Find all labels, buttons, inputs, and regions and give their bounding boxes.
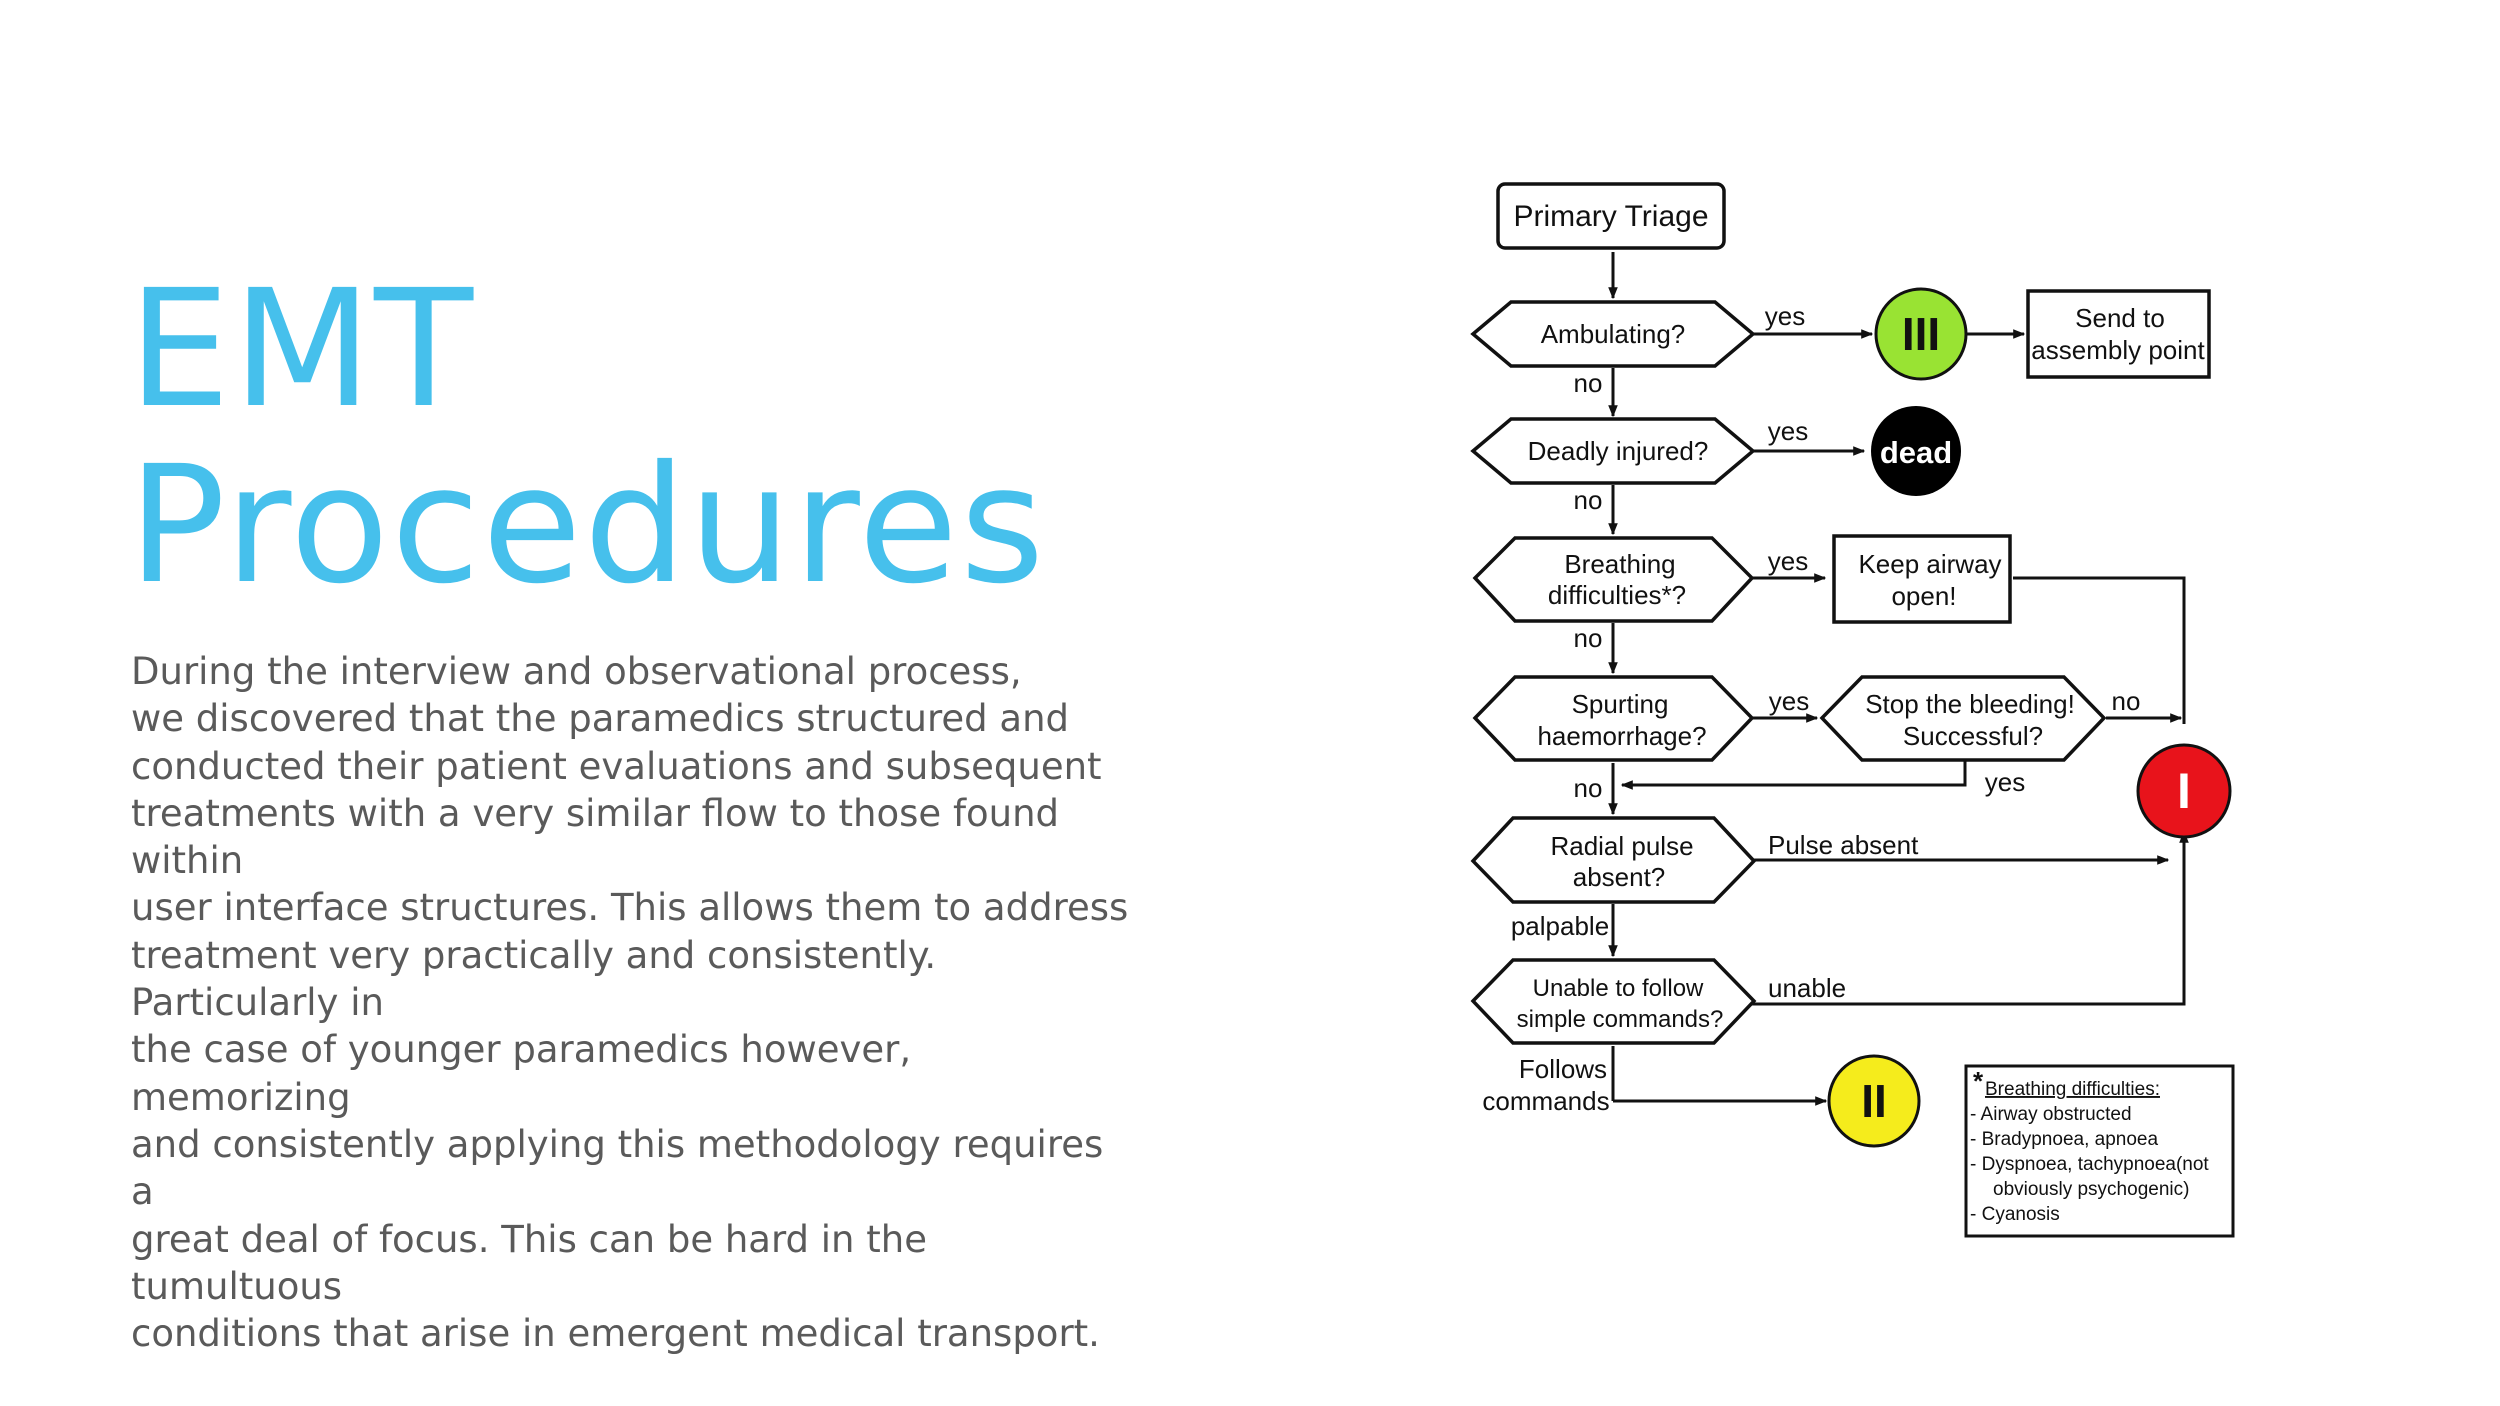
- label-breathing-no: no: [1574, 623, 1603, 653]
- footnote-box: [1964, 1064, 2235, 1238]
- footnote-item: - Cyanosis: [1970, 1204, 2060, 1225]
- category-yellow-label: II: [1861, 1075, 1887, 1127]
- decision-breathing-label-1: Breathing: [1564, 549, 1675, 579]
- assembly-point-box: [2026, 289, 2211, 379]
- decision-breathing-label-2: difficulties*?: [1548, 580, 1686, 610]
- keep-airway-label-2: open!: [1891, 581, 1956, 611]
- slide-title: EMT Procedures: [128, 262, 1046, 614]
- decision-deadly-label: Deadly injured?: [1528, 436, 1709, 466]
- footnote-item: - Airway obstructed: [1970, 1104, 2132, 1125]
- footnote-item: - Bradypnoea, apnoea: [1970, 1129, 2158, 1150]
- label-stop-yes: yes: [1985, 767, 2025, 797]
- footnote-title: Breathing difficulties:: [1985, 1079, 2160, 1100]
- category-green-label: III: [1902, 308, 1940, 360]
- decision-radial-pulse-label-2: absent?: [1573, 862, 1666, 892]
- decision-radial-pulse-label-1: Radial pulse: [1550, 831, 1693, 861]
- decision-stop-bleeding-label-1: Stop the bleeding!: [1865, 689, 2075, 719]
- decision-deadly: [1470, 417, 1756, 485]
- label-haem-no: no: [1574, 773, 1603, 803]
- decision-ambulating-label: Ambulating?: [1541, 319, 1686, 349]
- label-haem-yes: yes: [1769, 686, 1809, 716]
- decision-stop-bleeding-label-2: Successful?: [1903, 721, 2043, 751]
- category-red-label: I: [2177, 763, 2191, 819]
- label-ambulating-no: no: [1574, 368, 1603, 398]
- arrow-stop-yes: [1620, 755, 1967, 790]
- slide-title-line-2: Procedures: [128, 432, 1047, 620]
- decision-commands-label-2: simple commands?: [1517, 1006, 1724, 1033]
- decision-haemorrhage: [1472, 675, 1755, 762]
- decision-haemorrhage-label-1: Spurting: [1572, 689, 1669, 719]
- line-airway-to-red: [2013, 576, 2186, 724]
- assembly-point-label-1: Send to: [2075, 303, 2165, 333]
- decision-commands: [1470, 958, 1757, 1045]
- start-label: Primary Triage: [1513, 200, 1708, 233]
- label-pulse-absent: Pulse absent: [1768, 830, 1919, 860]
- footnote-star: *: [1973, 1066, 1984, 1096]
- decision-stop-bleeding: [1819, 675, 2107, 762]
- assembly-point-label-2: assembly point: [2031, 335, 2205, 365]
- label-ambulating-yes: yes: [1765, 301, 1805, 331]
- footnote-item: - Dyspnoea, tachypnoea(not: [1970, 1154, 2209, 1175]
- decision-breathing: [1472, 536, 1755, 623]
- category-green-circle: [1874, 287, 1968, 381]
- label-stop-no: no: [2112, 686, 2141, 716]
- label-deadly-yes: yes: [1768, 416, 1808, 446]
- footnote-item: obviously psychogenic): [1993, 1179, 2189, 1200]
- decision-haemorrhage-label-2: haemorrhage?: [1537, 721, 1706, 751]
- keep-airway-box: [1832, 534, 2012, 624]
- category-dead-circle: [1871, 406, 1961, 496]
- category-dead-label: dead: [1880, 435, 1952, 470]
- label-breathing-yes: yes: [1768, 546, 1808, 576]
- start-box: [1496, 182, 1726, 250]
- arrow-unable-to-red: [1752, 830, 2189, 1006]
- keep-airway-label-1: Keep airway: [1858, 549, 2001, 579]
- label-follows-2: commands: [1482, 1086, 1609, 1116]
- label-deadly-no: no: [1574, 485, 1603, 515]
- label-unable: unable: [1768, 973, 1846, 1003]
- slide-title-line-1: EMT: [128, 256, 476, 444]
- label-follows-1: Follows: [1519, 1054, 1607, 1084]
- decision-ambulating: [1470, 300, 1756, 368]
- slide-body-text: During the interview and observational p…: [131, 650, 1129, 1356]
- category-red-circle: [2136, 743, 2232, 839]
- category-yellow-circle: [1827, 1054, 1921, 1148]
- label-palpable: palpable: [1511, 911, 1609, 941]
- decision-commands-label-1: Unable to follow: [1533, 975, 1704, 1002]
- decision-radial-pulse: [1470, 816, 1757, 904]
